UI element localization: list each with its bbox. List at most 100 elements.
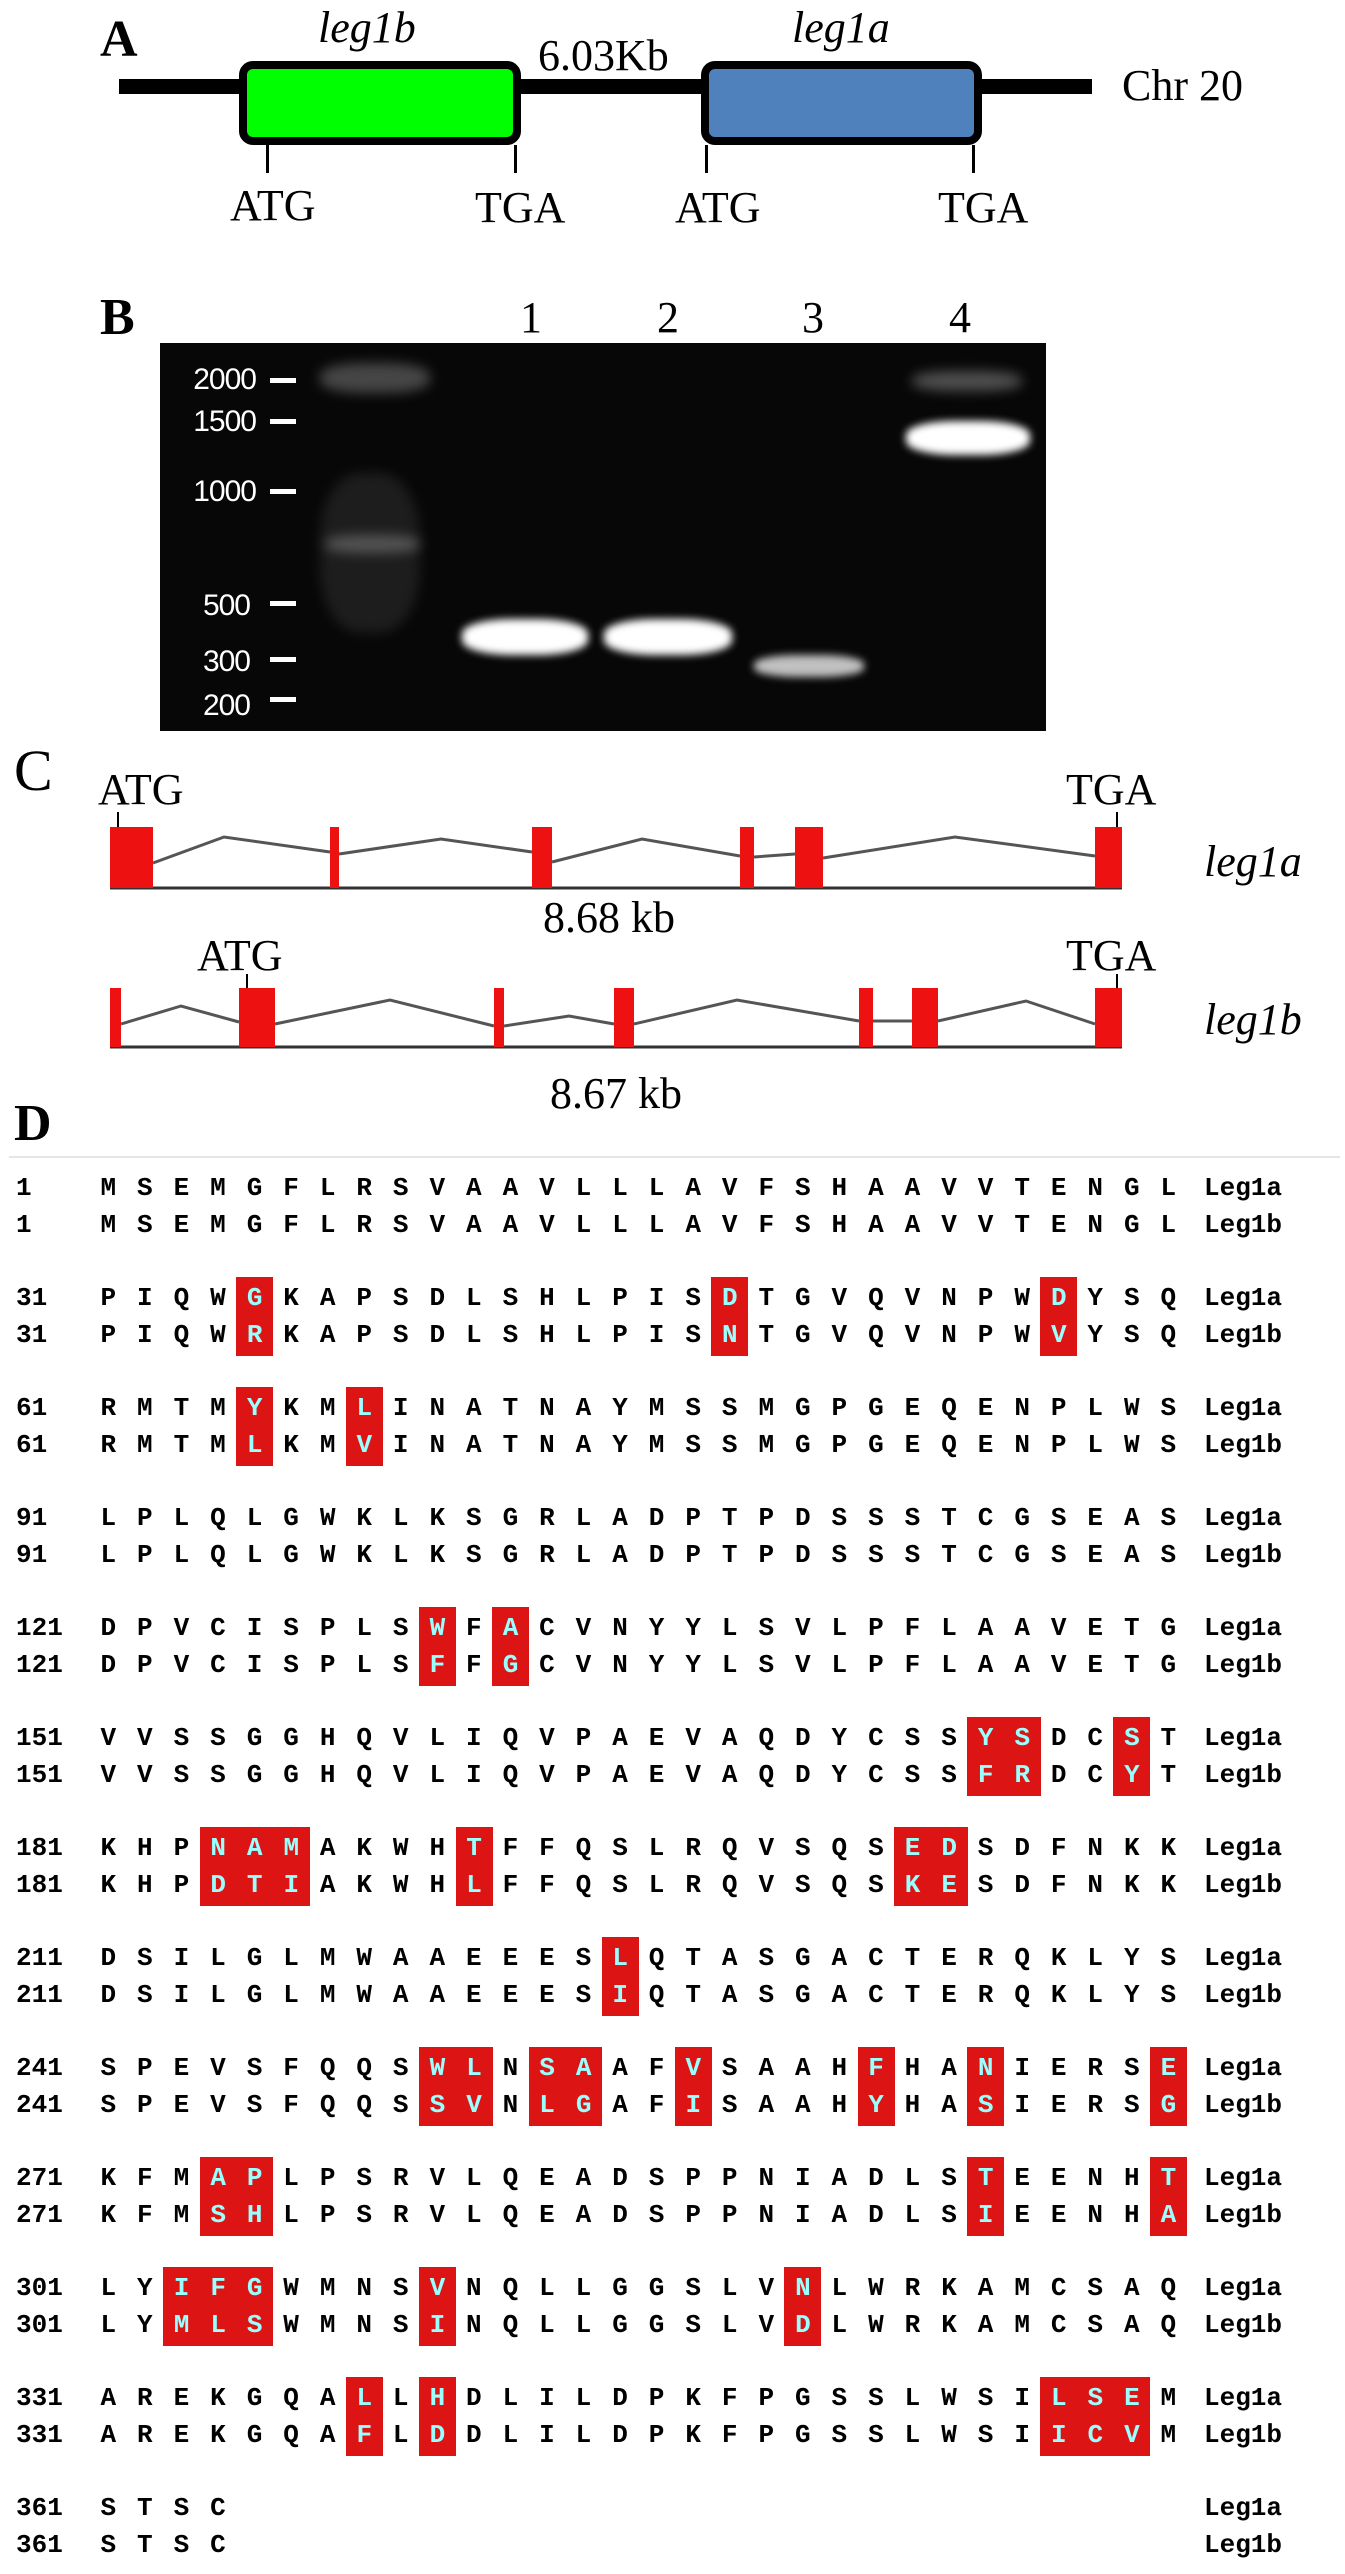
mismatch-residue: P xyxy=(246,2163,263,2193)
exon xyxy=(494,988,504,1047)
gel-band-lane-4-faint xyxy=(912,371,1022,391)
sequence-name: Leg1a xyxy=(1204,2493,1283,2523)
sequence-text: LYIFGWMNSVNQLLGGSLVNLWRKAMCSAQ xyxy=(100,2273,1198,2303)
tick-atg-leg1a xyxy=(705,145,708,173)
tga-label-leg1a: TGA xyxy=(938,183,1029,232)
mismatch-residue: L xyxy=(356,2383,373,2413)
leg1b-introns xyxy=(120,998,1096,1028)
sequence-name: Leg1b xyxy=(1204,1870,1283,1900)
ladder-tick xyxy=(270,601,296,606)
mismatch-residue: D xyxy=(941,1833,957,1863)
gene-box-leg1a xyxy=(701,61,982,145)
sequence-name: Leg1a xyxy=(1204,1613,1283,1643)
mismatch-residue: M xyxy=(173,2310,190,2340)
sequence-text: LPLQLGWKLKSGRLADPTPDSSSTCGSEAS xyxy=(100,1540,1198,1570)
mismatch-residue: S xyxy=(1124,1723,1140,1753)
residue-position: 241 xyxy=(16,2053,63,2083)
gel-band-lane-3 xyxy=(754,655,864,677)
mismatch-residue: C xyxy=(1087,2420,1104,2450)
ladder-tick xyxy=(270,378,296,383)
residue-position: 181 xyxy=(16,1870,63,1900)
mismatch-residue: L xyxy=(466,2053,482,2083)
sequence-name: Leg1b xyxy=(1204,1210,1283,1240)
sequence-text: DSILGLMWAAEEESIQTASGACTERQKLYS xyxy=(100,1980,1198,2010)
residue-position: 301 xyxy=(16,2310,63,2340)
sequence-text: LYMLSWMNSINQLLGGSLVDLWRKAMCSAQ xyxy=(100,2310,1198,2340)
residue-position: 91 xyxy=(16,1540,48,1570)
exon xyxy=(110,988,121,1047)
ladder-tick xyxy=(270,697,296,702)
mismatch-residue: G xyxy=(1160,2090,1177,2120)
sequence-name: Leg1a xyxy=(1204,2273,1283,2303)
lane-number-2: 2 xyxy=(657,293,679,342)
mismatch-residue: W xyxy=(429,1613,446,1643)
mismatch-residue: G xyxy=(502,1650,519,1680)
sequence-text: AREKGQAFLDDLILDPKFPGSSLWSIICVM xyxy=(100,2420,1198,2450)
sequence-name: Leg1a xyxy=(1204,1393,1283,1423)
exon xyxy=(110,827,153,888)
mismatch-residue: I xyxy=(685,2090,702,2120)
residue-position: 1 xyxy=(16,1173,32,1203)
gel-band-lane-2 xyxy=(604,619,732,655)
mismatch-residue: K xyxy=(904,1870,921,1900)
mismatch-residue: G xyxy=(246,1283,263,1313)
mismatch-residue: I xyxy=(173,2273,190,2303)
mismatch-residue: E xyxy=(1160,2053,1177,2083)
exon xyxy=(1095,827,1122,888)
mismatch-residue: I xyxy=(1050,2420,1067,2450)
mismatch-residue: D xyxy=(210,1870,226,1900)
panel-b-label: B xyxy=(100,289,135,346)
mismatch-residue: N xyxy=(795,2273,811,2303)
sequence-text: STSC xyxy=(100,2530,247,2560)
sequence-text: STSC xyxy=(100,2493,247,2523)
mismatch-residue: R xyxy=(246,1320,263,1350)
mismatch-residue: L xyxy=(1050,2383,1067,2413)
mismatch-residue: T xyxy=(466,1833,482,1863)
tick-atg-leg1b xyxy=(266,145,269,173)
sequence-text: RMTMYKMLINATNAYMSSMGPGEQENPLWS xyxy=(100,1393,1198,1423)
mismatch-residue: Y xyxy=(1124,1760,1140,1790)
exon xyxy=(532,827,552,888)
leg1a-gene-name: leg1a xyxy=(1204,837,1302,886)
lane-number-3: 3 xyxy=(802,293,824,342)
sequence-name: Leg1b xyxy=(1204,2530,1283,2560)
mismatch-residue: V xyxy=(1124,2420,1140,2450)
mismatch-residue: L xyxy=(612,1943,628,1973)
mismatch-residue: S xyxy=(246,2310,263,2340)
mismatch-residue: D xyxy=(1050,1283,1067,1313)
gel-band-lane-4 xyxy=(906,421,1030,455)
sequence-name: Leg1b xyxy=(1204,1540,1283,1570)
ladder-band xyxy=(325,535,420,553)
residue-position: 1 xyxy=(16,1210,32,1240)
residue-position: 151 xyxy=(16,1760,63,1790)
sequence-text: LPLQLGWKLKSGRLADPTPDSSSTCGSEAS xyxy=(100,1503,1198,1533)
residue-position: 331 xyxy=(16,2420,63,2450)
sequence-text: AREKGQALLHDLILDPKFPGSSLWSILSEM xyxy=(100,2383,1198,2413)
sequence-name: Leg1b xyxy=(1204,2310,1283,2340)
mismatch-residue: S xyxy=(977,2090,994,2120)
tick-tga-leg1a xyxy=(972,145,975,173)
ladder-tick xyxy=(270,489,296,494)
sequence-name: Leg1b xyxy=(1204,2090,1283,2120)
leg1b-exons xyxy=(110,988,1122,1047)
